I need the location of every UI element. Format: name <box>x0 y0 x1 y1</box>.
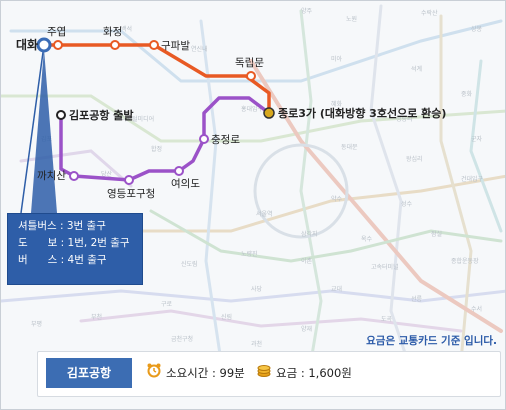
svg-text:군자: 군자 <box>471 135 483 143</box>
svg-text:건대입구: 건대입구 <box>461 175 484 183</box>
svg-text:연신내: 연신내 <box>191 45 208 53</box>
station-juyeop-label: 주엽 <box>47 26 66 38</box>
svg-text:노원: 노원 <box>346 15 357 23</box>
station-gimpo-airport-marker[interactable] <box>56 110 66 120</box>
duration-item: 소요시간 : 99분 <box>146 358 245 388</box>
duration-label: 소요시간 : 99분 <box>166 366 245 380</box>
origin-tag: 김포공항 <box>46 358 132 388</box>
background-station-names: 양주 노원 수락산 상봉 미아 석계 중화 혜화 청량리 군자 동대문 왕십리 … <box>31 7 484 348</box>
svg-text:성수: 성수 <box>401 200 413 208</box>
line3-route <box>44 43 271 113</box>
bus-exit-info: 버 스 : 4번 출구 <box>18 254 107 266</box>
svg-text:옥수: 옥수 <box>361 236 373 243</box>
svg-text:삼각지: 삼각지 <box>301 230 318 238</box>
svg-text:부천: 부천 <box>91 313 102 321</box>
alarm-clock-icon <box>146 359 162 389</box>
svg-text:고속터미널: 고속터미널 <box>371 263 399 271</box>
svg-text:부평: 부평 <box>31 320 42 328</box>
svg-text:중화: 중화 <box>461 91 473 98</box>
station-kkachisan-marker[interactable] <box>69 171 79 181</box>
station-hwajeong-marker[interactable] <box>110 40 120 50</box>
station-chungjeongno-marker[interactable] <box>199 134 209 144</box>
svg-text:양주: 양주 <box>301 7 313 15</box>
svg-text:교대: 교대 <box>331 285 342 293</box>
station-gupabal-marker[interactable] <box>149 40 159 50</box>
svg-text:노량진: 노량진 <box>241 250 258 258</box>
coin-stack-icon <box>256 359 272 389</box>
station-yeouido-label: 여의도 <box>171 178 200 190</box>
station-yeongdeungpo-marker[interactable] <box>124 175 134 185</box>
shuttle-exit-info: 셔틀버스 : 3번 출구 <box>18 220 106 232</box>
svg-text:수서: 수서 <box>471 305 482 313</box>
station-gupabal-label: 구파발 <box>161 40 190 52</box>
svg-text:사당: 사당 <box>251 285 263 293</box>
station-chungjeongno-label: 충정로 <box>211 134 240 146</box>
station-dongnimmun-label: 독립문 <box>235 56 264 69</box>
svg-text:약수: 약수 <box>331 195 343 203</box>
station-kkachisan-label: 까치산 <box>37 170 66 182</box>
svg-text:상봉: 상봉 <box>471 25 483 33</box>
svg-text:종합운동장: 종합운동장 <box>451 257 479 265</box>
svg-text:선릉: 선릉 <box>411 295 423 303</box>
info-pointer-line <box>20 44 45 214</box>
station-yeongdeungpo-label: 영등포구청 <box>107 188 155 200</box>
station-jongno3ga-marker[interactable] <box>263 107 275 119</box>
fare-note: 요금은 교통카드 기준 입니다. <box>366 335 497 347</box>
svg-text:과천: 과천 <box>251 340 262 348</box>
fare-item: 요금 : 1,600원 <box>256 358 352 388</box>
station-daehwa-marker[interactable] <box>36 37 52 53</box>
exit-info-box: 셔틀버스 : 3번 출구 도 보 : 1번, 2번 출구 버 스 : 4번 출구 <box>7 213 143 285</box>
station-hwajeong-label: 화정 <box>103 26 122 38</box>
station-yeouido-marker[interactable] <box>174 166 184 176</box>
svg-text:잠실: 잠실 <box>431 230 442 238</box>
svg-text:미아: 미아 <box>331 55 343 63</box>
svg-text:도곡: 도곡 <box>381 316 393 323</box>
svg-text:홍대입구: 홍대입구 <box>241 105 264 113</box>
svg-text:신림: 신림 <box>221 313 232 321</box>
svg-text:디지털미디어: 디지털미디어 <box>121 115 154 123</box>
station-jongno3ga-label: 종로3가 (대화방향 3호선으로 환승) <box>278 106 446 120</box>
route-summary-bar: 김포공항 소요시간 : 99분 요금 : 1,600원 <box>37 351 501 397</box>
svg-text:석계: 석계 <box>411 65 422 73</box>
svg-text:동대문: 동대문 <box>341 143 358 151</box>
svg-text:수락산: 수락산 <box>421 9 438 17</box>
station-daehwa-label: 대화 <box>16 37 38 52</box>
svg-text:서울역: 서울역 <box>256 210 273 218</box>
info-pointer-wedge <box>31 49 57 213</box>
svg-text:신도림: 신도림 <box>181 260 198 268</box>
walk-exit-info: 도 보 : 1번, 2번 출구 <box>18 237 130 249</box>
svg-text:혜화: 혜화 <box>331 100 343 108</box>
station-dongnimmun-marker[interactable] <box>246 71 256 81</box>
svg-text:양재: 양재 <box>301 325 312 333</box>
svg-text:이촌: 이촌 <box>301 257 313 265</box>
svg-text:백석: 백석 <box>121 25 132 33</box>
station-juyeop-marker[interactable] <box>53 40 63 50</box>
fare-label: 요금 : 1,600원 <box>276 366 352 380</box>
svg-text:금천구청: 금천구청 <box>171 335 193 343</box>
svg-text:당산: 당산 <box>101 170 113 178</box>
svg-text:왕십리: 왕십리 <box>406 155 423 163</box>
svg-text:구로: 구로 <box>161 301 173 308</box>
station-gimpo-airport-label: 김포공항 출발 <box>69 108 134 122</box>
svg-text:청량리: 청량리 <box>396 115 413 123</box>
svg-text:합정: 합정 <box>151 145 162 153</box>
